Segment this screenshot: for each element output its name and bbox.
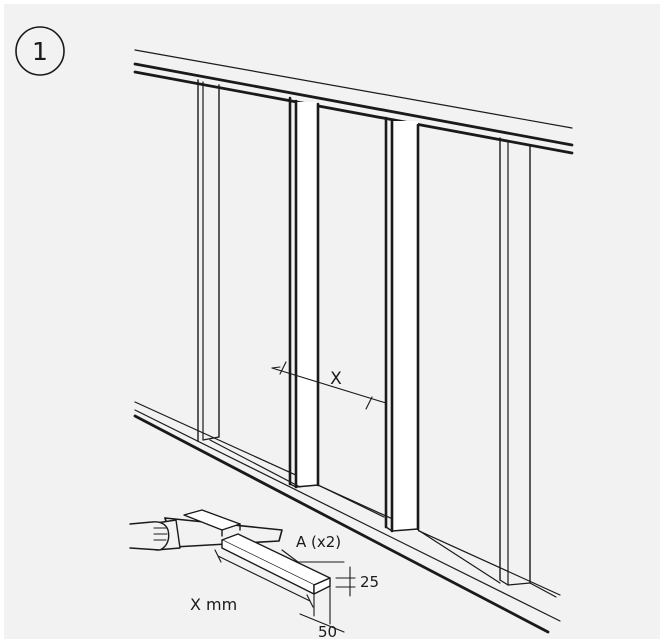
- stud-added-left: [288, 96, 320, 489]
- step-badge: 1: [15, 26, 65, 76]
- length-dimension: X mm: [190, 549, 314, 614]
- step-number: 1: [32, 37, 48, 66]
- thickness-label: 25: [360, 573, 379, 591]
- length-label: X mm: [190, 595, 237, 614]
- part-callout: A (x2): [281, 533, 345, 563]
- spacing-label: X: [330, 369, 342, 389]
- timber-piece-a: [221, 533, 331, 595]
- stud-added-right: [384, 116, 420, 533]
- thickness-dimension: 25: [335, 566, 379, 597]
- stud-right: [499, 137, 531, 586]
- width-label: 50: [318, 623, 337, 641]
- part-label: A (x2): [296, 533, 341, 551]
- stud-left: [197, 79, 220, 442]
- timber-piece-being-cut: [183, 509, 241, 537]
- hand-with-saw-icon: [129, 517, 283, 551]
- spacing-dimension: X: [271, 361, 387, 410]
- top-plate: [133, 49, 574, 155]
- floor-lines: [209, 439, 557, 598]
- bottom-plate: [133, 401, 561, 634]
- width-dimension: 50: [299, 585, 345, 641]
